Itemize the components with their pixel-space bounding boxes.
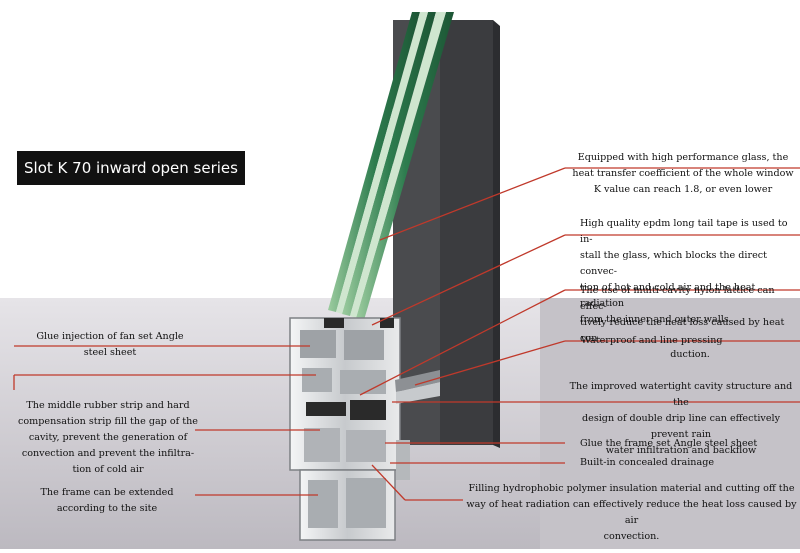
callout-lines	[13, 167, 800, 501]
note-waterproof: Waterproof and line pressing	[581, 335, 723, 346]
glass-pane-3	[356, 12, 454, 320]
glass-pane-2	[342, 12, 436, 316]
floor-panel-right	[540, 298, 800, 549]
note-insulation-filling: Filling hydrophobic polymer insulation m…	[466, 483, 797, 542]
glass-pane-1	[328, 12, 420, 312]
note-nylon-lattice: The use of multi-cavity nylon lattice ca…	[580, 285, 785, 360]
note-watertight-cavity: The improved watertight cavity structure…	[569, 381, 793, 456]
note-glass: Equipped with high performance glass, th…	[572, 152, 794, 195]
page-title: Slot K 70 inward open series	[17, 151, 245, 185]
note-epdm-tape: High quality epdm long tail tape is used…	[580, 218, 788, 325]
note-glue-frame: Glue the frame set Angle steel sheet	[580, 438, 758, 449]
note-drainage: Built-in concealed drainage	[580, 457, 715, 468]
